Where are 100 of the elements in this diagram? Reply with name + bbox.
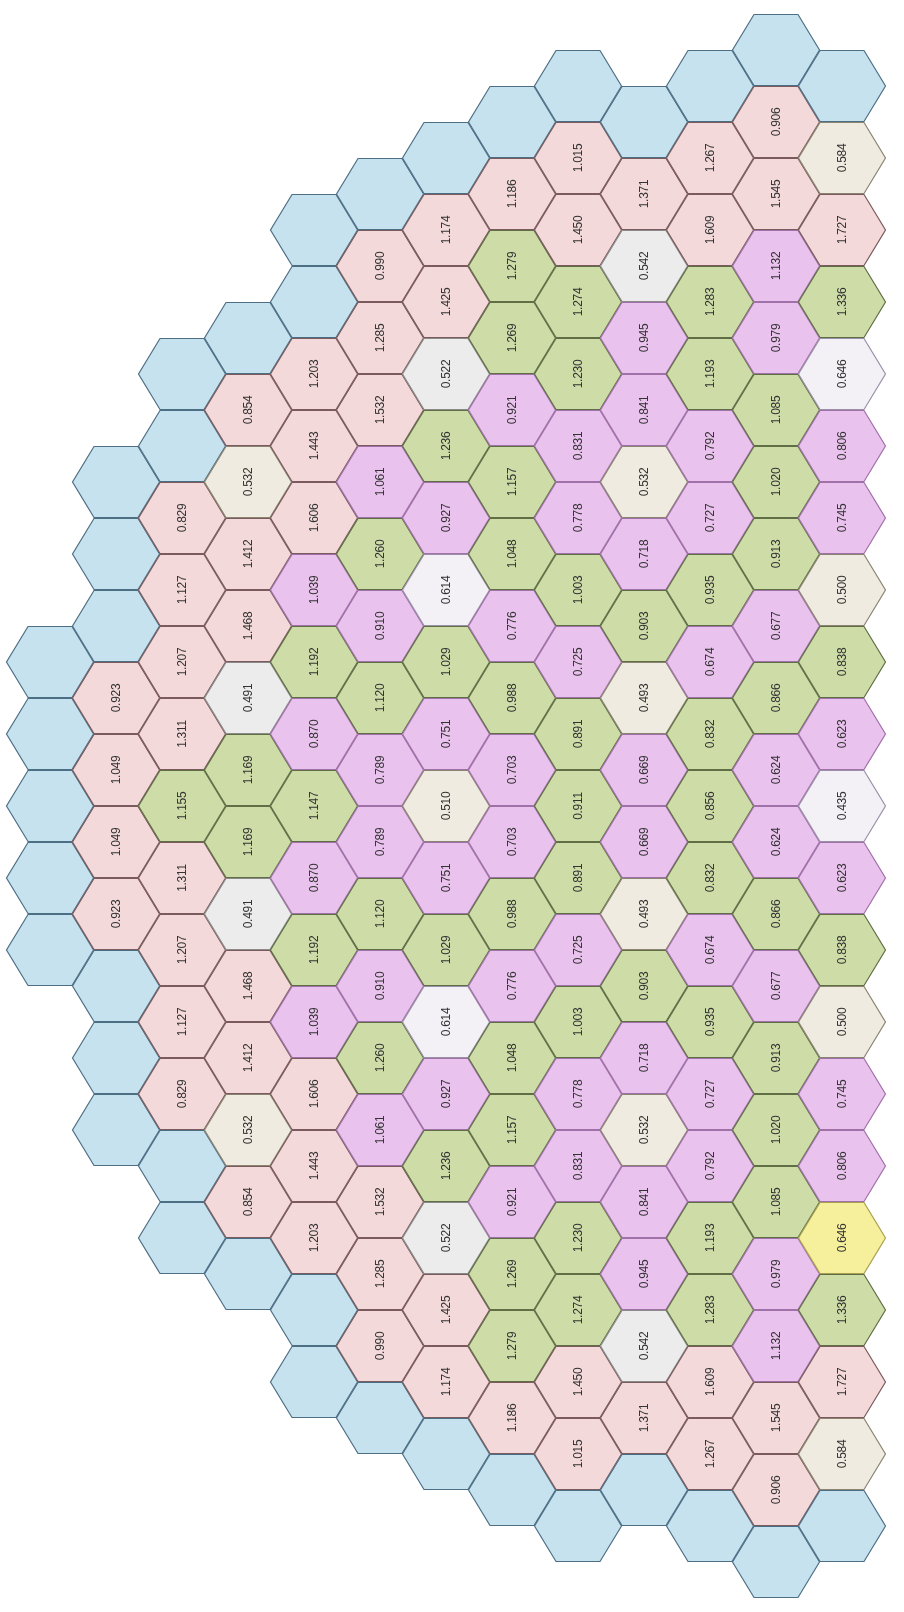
value-label: 0.891 xyxy=(571,863,585,893)
value-label: 0.624 xyxy=(769,755,783,785)
value-label: 0.614 xyxy=(439,575,453,605)
value-label: 0.866 xyxy=(769,899,783,929)
value-label: 0.923 xyxy=(109,899,123,929)
value-label: 1.336 xyxy=(835,287,849,317)
value-label: 1.311 xyxy=(175,720,189,748)
value-label: 0.988 xyxy=(505,683,519,713)
value-label: 0.990 xyxy=(373,251,387,281)
value-label: 0.831 xyxy=(571,1151,585,1181)
value-label: 0.584 xyxy=(835,143,849,173)
value-label: 0.945 xyxy=(637,323,651,353)
value-label: 0.829 xyxy=(175,503,189,533)
value-label: 1.015 xyxy=(571,143,585,173)
value-label: 1.727 xyxy=(835,215,849,245)
value-label: 0.669 xyxy=(637,827,651,857)
value-label: 1.283 xyxy=(703,1295,717,1325)
value-label: 0.727 xyxy=(703,503,717,533)
value-label: 0.979 xyxy=(769,323,783,353)
value-label: 1.260 xyxy=(373,1043,387,1073)
value-label: 0.718 xyxy=(637,539,651,569)
value-label: 0.522 xyxy=(439,1223,453,1253)
value-label: 1.532 xyxy=(373,395,387,425)
value-label: 0.542 xyxy=(637,251,651,281)
value-label: 1.039 xyxy=(307,575,321,605)
value-label: 0.751 xyxy=(439,719,453,749)
value-label: 1.127 xyxy=(175,575,189,605)
value-label: 1.039 xyxy=(307,1007,321,1037)
value-label: 0.841 xyxy=(637,1187,651,1217)
value-label: 1.049 xyxy=(109,827,123,857)
value-label: 0.614 xyxy=(439,1007,453,1037)
value-label: 0.903 xyxy=(637,611,651,641)
value-label: 1.267 xyxy=(703,143,717,173)
value-label: 0.838 xyxy=(835,935,849,965)
value-label: 1.048 xyxy=(505,539,519,569)
value-label: 0.838 xyxy=(835,647,849,677)
value-label: 0.806 xyxy=(835,1151,849,1181)
value-label: 1.274 xyxy=(571,287,585,317)
value-label: 1.085 xyxy=(769,395,783,425)
value-label: 1.061 xyxy=(373,467,387,497)
value-label: 1.192 xyxy=(307,935,321,965)
value-label: 1.279 xyxy=(505,1331,519,1361)
value-label: 1.468 xyxy=(241,611,255,641)
value-label: 1.412 xyxy=(241,539,255,569)
value-label: 0.510 xyxy=(439,791,453,821)
value-label: 0.927 xyxy=(439,1079,453,1109)
value-label: 0.927 xyxy=(439,503,453,533)
value-label: 0.500 xyxy=(835,1007,849,1037)
value-label: 1.127 xyxy=(175,1007,189,1037)
value-label: 1.132 xyxy=(769,251,783,281)
value-label: 1.606 xyxy=(307,503,321,533)
value-label: 1.606 xyxy=(307,1079,321,1109)
value-label: 0.841 xyxy=(637,395,651,425)
value-label: 0.674 xyxy=(703,647,717,677)
value-label: 1.371 xyxy=(637,179,651,209)
value-label: 0.903 xyxy=(637,971,651,1001)
value-label: 0.491 xyxy=(241,899,255,929)
value-label: 0.806 xyxy=(835,431,849,461)
value-label: 1.207 xyxy=(175,935,189,965)
value-label: 1.283 xyxy=(703,287,717,317)
value-label: 0.677 xyxy=(769,971,783,1001)
value-label: 0.910 xyxy=(373,611,387,641)
value-label: 0.623 xyxy=(835,863,849,893)
value-label: 0.584 xyxy=(835,1439,849,1469)
value-label: 1.203 xyxy=(307,359,321,389)
value-label: 1.236 xyxy=(439,1151,453,1181)
value-label: 1.169 xyxy=(241,827,255,857)
value-label: 1.285 xyxy=(373,323,387,353)
value-label: 1.155 xyxy=(175,791,189,821)
value-label: 1.186 xyxy=(505,1403,519,1433)
value-label: 0.988 xyxy=(505,899,519,929)
value-label: 0.776 xyxy=(505,971,519,1001)
value-label: 1.061 xyxy=(373,1115,387,1145)
value-label: 1.029 xyxy=(439,935,453,965)
value-label: 0.913 xyxy=(769,539,783,569)
value-label: 0.906 xyxy=(769,107,783,137)
value-label: 0.500 xyxy=(835,575,849,605)
value-label: 1.207 xyxy=(175,647,189,677)
value-label: 1.260 xyxy=(373,539,387,569)
value-label: 1.609 xyxy=(703,1367,717,1397)
value-label: 0.718 xyxy=(637,1043,651,1073)
value-label: 0.866 xyxy=(769,683,783,713)
value-label: 0.493 xyxy=(637,899,651,929)
value-label: 1.274 xyxy=(571,1295,585,1325)
value-label: 0.854 xyxy=(241,1187,255,1217)
value-label: 0.923 xyxy=(109,683,123,713)
value-label: 0.935 xyxy=(703,575,717,605)
value-label: 1.545 xyxy=(769,179,783,209)
value-label: 1.311 xyxy=(175,864,189,892)
value-label: 1.609 xyxy=(703,215,717,245)
value-label: 1.285 xyxy=(373,1259,387,1289)
value-label: 0.870 xyxy=(307,719,321,749)
value-label: 0.522 xyxy=(439,359,453,389)
value-label: 1.269 xyxy=(505,1259,519,1289)
value-label: 0.789 xyxy=(373,755,387,785)
value-label: 0.829 xyxy=(175,1079,189,1109)
value-label: 1.003 xyxy=(571,575,585,605)
value-label: 0.751 xyxy=(439,863,453,893)
value-label: 0.856 xyxy=(703,791,717,821)
value-label: 0.646 xyxy=(835,1223,849,1253)
